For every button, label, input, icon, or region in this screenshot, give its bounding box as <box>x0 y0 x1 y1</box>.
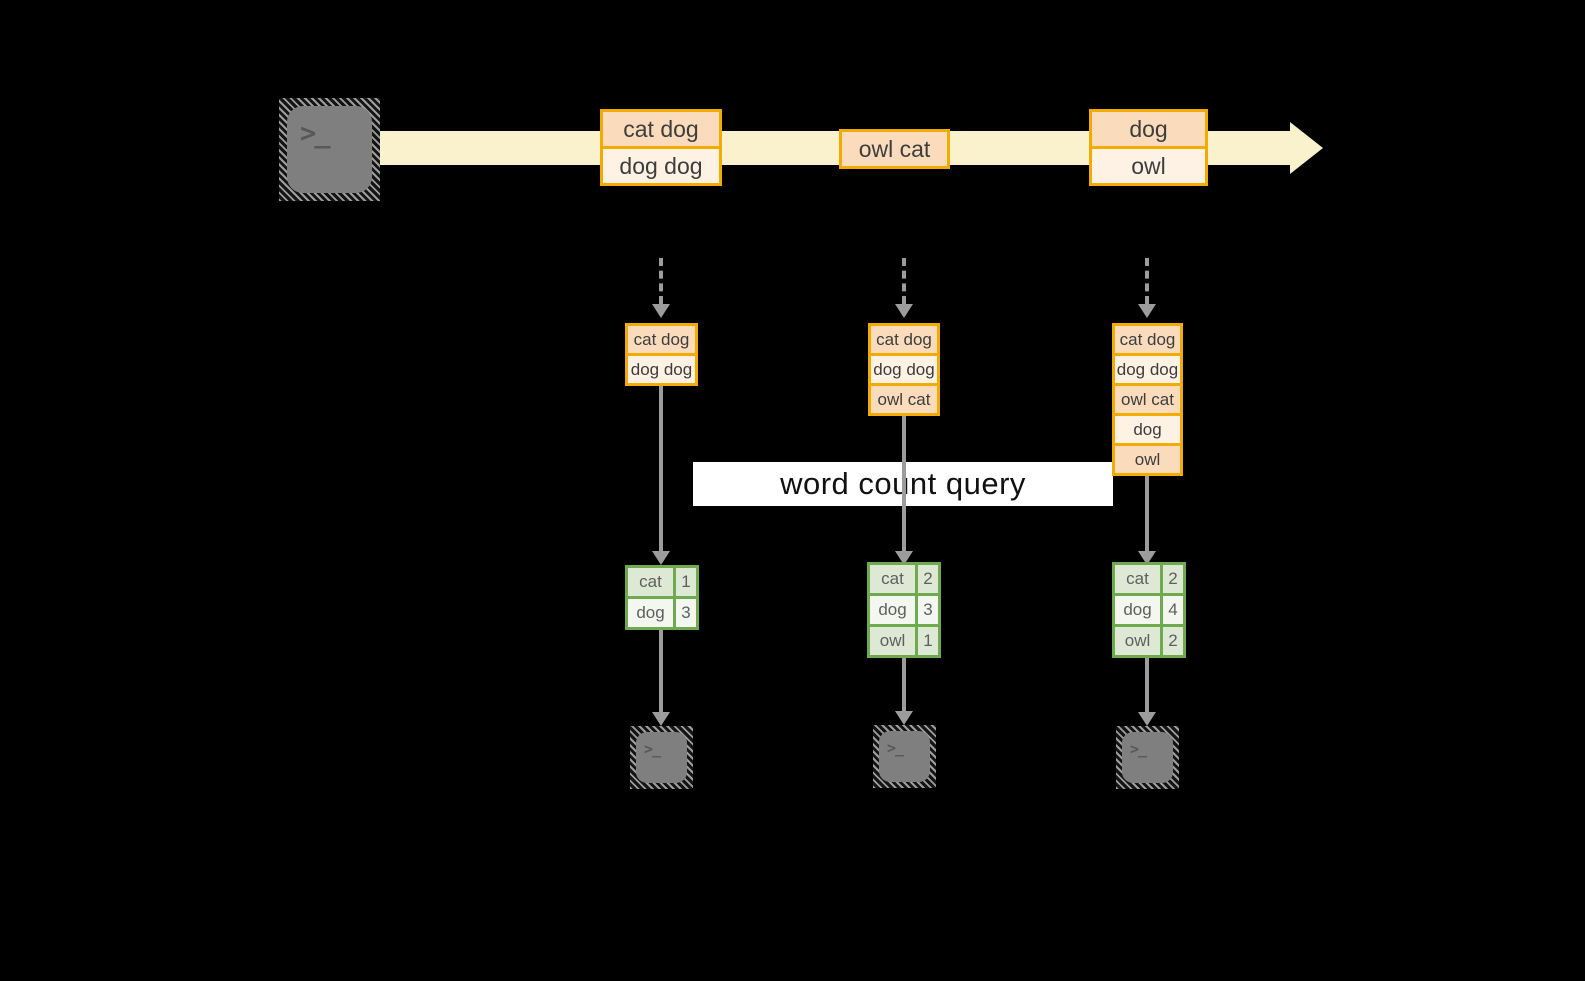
query-flow-arrowhead-icon <box>895 551 913 565</box>
accumulated-message: dog <box>1115 413 1180 443</box>
accumulated-message: owl cat <box>871 383 937 413</box>
output-flow-line <box>902 656 906 711</box>
count-row: owl 1 <box>870 624 938 655</box>
stream-arrowhead-icon <box>1290 122 1323 174</box>
count-row: cat 2 <box>1115 565 1183 593</box>
query-flow-line <box>902 414 906 551</box>
count-word: dog <box>636 603 665 622</box>
terminal-screen: >_ <box>636 732 687 783</box>
accumulated-message: dog dog <box>871 353 937 383</box>
count-word: cat <box>881 569 904 588</box>
count-value: 1 <box>915 627 938 655</box>
terminal-screen: >_ <box>879 731 930 782</box>
query-flow-arrowhead-icon <box>1138 551 1156 565</box>
count-row: cat 2 <box>870 565 938 593</box>
count-row: dog 4 <box>1115 593 1183 624</box>
stream-message: dog <box>1092 112 1205 146</box>
terminal-screen: >_ <box>1122 732 1173 783</box>
count-value: 1 <box>673 568 696 596</box>
accumulated-message: cat dog <box>871 326 937 353</box>
count-row: dog 3 <box>870 593 938 624</box>
stream-source-terminal-icon: >_ <box>279 98 380 201</box>
count-table-2: cat 2 dog 3 owl 1 <box>867 562 941 658</box>
accumulated-message: cat dog <box>1115 326 1180 353</box>
count-row: cat 1 <box>628 568 696 596</box>
count-value: 2 <box>1160 565 1183 593</box>
count-value: 3 <box>673 599 696 627</box>
count-word: owl <box>879 631 906 650</box>
accumulated-message: cat dog <box>628 326 695 353</box>
output-flow-arrowhead-icon <box>895 711 913 725</box>
accumulated-message: owl <box>1115 443 1180 473</box>
accumulated-input-3: cat dog dog dog owl cat dog owl <box>1112 323 1183 476</box>
terminal-prompt-glyph: >_ <box>300 118 331 149</box>
count-word: cat <box>1126 569 1149 588</box>
terminal-prompt-glyph: >_ <box>887 739 904 757</box>
query-flow-line <box>1145 474 1149 551</box>
count-value: 2 <box>915 565 938 593</box>
count-table-3: cat 2 dog 4 owl 2 <box>1112 562 1186 658</box>
terminal-prompt-glyph: >_ <box>644 740 661 758</box>
accumulated-message: dog dog <box>628 353 695 383</box>
output-flow-line <box>659 626 663 712</box>
count-table-1: cat 1 dog 3 <box>625 565 699 630</box>
output-flow-line <box>1145 656 1149 712</box>
stream-batch-3: dog owl <box>1089 109 1208 186</box>
trigger-dashed-line <box>902 258 906 304</box>
count-value: 4 <box>1160 596 1183 624</box>
stream-message: owl cat <box>842 132 947 166</box>
stream-message: cat dog <box>603 112 719 146</box>
stream-batch-1: cat dog dog dog <box>600 109 722 186</box>
count-row: dog 3 <box>628 596 696 627</box>
count-value: 3 <box>915 596 938 624</box>
terminal-screen: >_ <box>287 106 372 193</box>
count-word: owl <box>1124 631 1151 650</box>
trigger-dashed-line <box>659 258 663 304</box>
count-word: cat <box>639 572 662 591</box>
accumulated-message: dog dog <box>1115 353 1180 383</box>
terminal-prompt-glyph: >_ <box>1130 740 1147 758</box>
accumulated-input-1: cat dog dog dog <box>625 323 698 386</box>
sink-terminal-icon: >_ <box>630 726 693 789</box>
accumulated-message: owl cat <box>1115 383 1180 413</box>
sink-terminal-icon: >_ <box>1116 726 1179 789</box>
accumulated-input-2: cat dog dog dog owl cat <box>868 323 940 416</box>
count-value: 2 <box>1160 627 1183 655</box>
output-flow-arrowhead-icon <box>652 712 670 726</box>
count-row: owl 2 <box>1115 624 1183 655</box>
trigger-arrowhead-icon <box>652 304 670 318</box>
trigger-dashed-line <box>1145 258 1149 304</box>
count-word: dog <box>878 600 907 619</box>
stream-batch-2: owl cat <box>839 129 950 169</box>
output-flow-arrowhead-icon <box>1138 712 1156 726</box>
query-flow-line <box>659 385 663 551</box>
count-word: dog <box>1123 600 1152 619</box>
trigger-arrowhead-icon <box>895 304 913 318</box>
stream-message: dog dog <box>603 146 719 183</box>
query-flow-arrowhead-icon <box>652 551 670 565</box>
stream-message: owl <box>1092 146 1205 183</box>
trigger-arrowhead-icon <box>1138 304 1156 318</box>
sink-terminal-icon: >_ <box>873 725 936 788</box>
